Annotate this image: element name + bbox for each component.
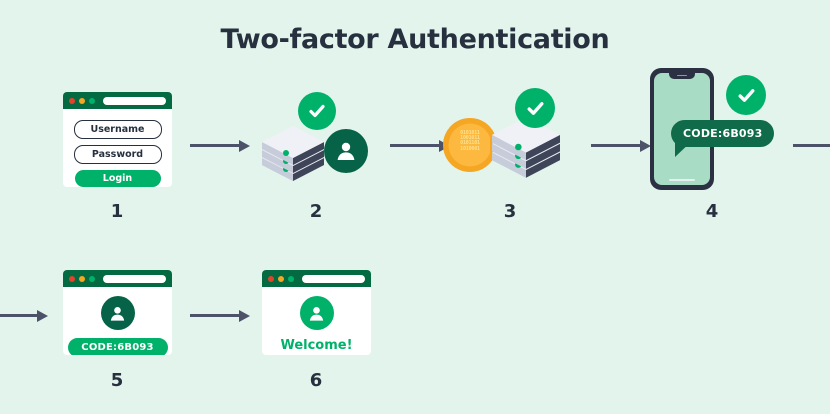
step-6-number: 6 [309,370,323,391]
browser-titlebar [63,92,172,109]
page-title: Two-factor Authentication [220,24,610,55]
address-bar[interactable] [302,274,365,283]
user-icon-step-2 [324,129,368,173]
binary-line-4: 1010001 [460,145,480,152]
check-glyph [527,101,543,115]
window-maximize-dot-icon[interactable] [89,275,95,282]
step-5-number: 5 [110,370,124,391]
window-close-dot-icon[interactable] [69,275,75,282]
address-bar[interactable] [103,96,166,105]
arrow-right-icon-1 [190,138,250,152]
login-form-body: Username Password Login [63,109,172,187]
browser-titlebar [262,270,371,287]
step-1-number: 1 [110,201,124,222]
window-close-dot-icon[interactable] [69,97,75,104]
code-entry-body: CODE:6B093 [63,287,172,355]
step-4-group: CODE:6B093 [650,68,780,193]
username-field[interactable]: Username [73,120,162,139]
phone-home-indicator [669,178,695,181]
check-icon-step-4 [726,75,766,115]
step-4-number: 4 [705,201,719,222]
arrow-right-icon-2 [390,138,450,152]
arrow-right-icon-4-continue [793,138,830,152]
address-bar[interactable] [103,274,166,283]
server-icon [262,126,324,181]
check-icon-step-2 [298,92,336,130]
window-maximize-dot-icon[interactable] [288,275,294,282]
window-minimize-dot-icon[interactable] [278,275,284,282]
window-minimize-dot-icon[interactable] [79,97,85,104]
sms-code-bubble: CODE:6B093 [671,120,775,147]
window-maximize-dot-icon[interactable] [89,97,95,104]
person-glyph [337,142,355,160]
password-field[interactable]: Password [73,145,162,164]
step-2-number: 2 [309,201,323,222]
user-icon-step-5 [100,296,135,330]
server-icon-step-3 [492,117,560,178]
arrow-right-icon-6 [190,308,250,322]
window-minimize-dot-icon[interactable] [79,275,85,282]
person-glyph [110,306,125,321]
binary-line-2: 1001011 [460,135,480,142]
check-glyph [309,104,325,118]
person-glyph [309,306,324,321]
step-3-group: 0101011 1001011 0101101 1010001 [443,88,578,188]
user-icon-step-6 [299,296,334,330]
login-button[interactable]: Login [74,170,161,187]
step-1-browser-window: Username Password Login [63,92,172,187]
step-2-group [262,92,372,187]
window-close-dot-icon[interactable] [268,275,274,282]
step-3-number: 3 [503,201,517,222]
check-icon-step-3 [515,88,555,128]
check-glyph [738,88,754,102]
binary-line-1: 0101011 [460,130,480,136]
step-6-browser-window: Welcome! [262,270,371,355]
phone-notch [669,73,695,79]
arrow-right-icon-3 [591,138,651,152]
phone-speaker [677,75,687,77]
binary-line-3: 0101101 [460,140,480,147]
step-5-browser-window: CODE:6B093 [63,270,172,355]
browser-titlebar [63,270,172,287]
key-binary-text: 0101011 1001011 0101101 1010001 [450,130,490,152]
welcome-body: Welcome! [262,287,371,355]
welcome-message: Welcome! [280,338,353,353]
code-input-pill[interactable]: CODE:6B093 [67,338,168,355]
arrow-right-icon-5-continue [0,308,48,322]
